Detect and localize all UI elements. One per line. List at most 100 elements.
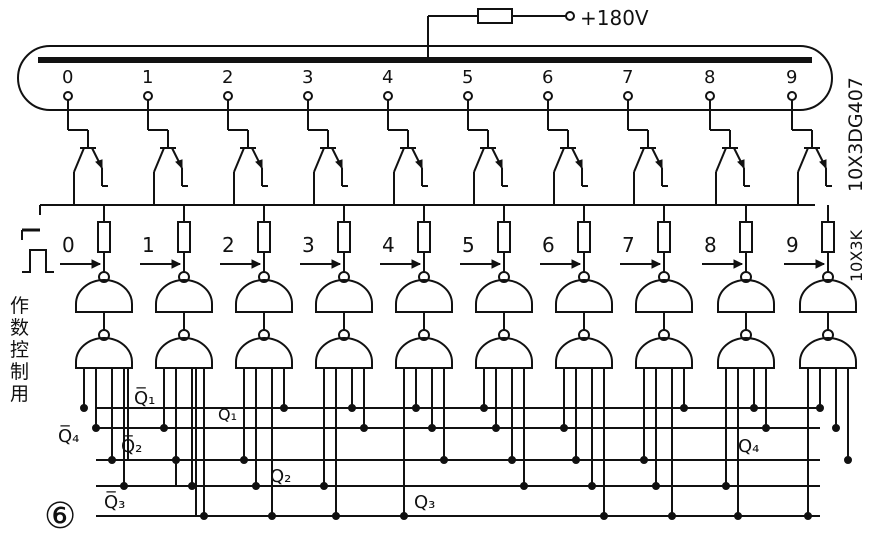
gate-digit-label: 0	[62, 233, 75, 257]
cathode-digit-label: 7	[622, 67, 633, 88]
lower-gate-bubble	[178, 329, 190, 341]
base-resistor	[577, 221, 591, 253]
q1-bar-label: Q̅₁	[134, 387, 155, 409]
upper-gate-bubble	[418, 271, 430, 283]
upper-gate-bubble	[258, 271, 270, 283]
upper-nand-gate	[717, 279, 775, 313]
cathode-digit-label: 6	[542, 67, 553, 88]
lower-nand-gate	[799, 337, 857, 369]
digit-column-1: 11	[140, 67, 213, 388]
base-resistor	[177, 221, 191, 253]
upper-nand-gate	[555, 279, 613, 313]
gate-digit-label: 6	[542, 233, 555, 257]
lower-nand-gate	[555, 337, 613, 369]
upper-nand-gate	[315, 279, 373, 313]
base-resistor	[337, 221, 351, 253]
lower-nand-gate	[155, 337, 213, 369]
lower-nand-gate	[717, 337, 775, 369]
transistor	[715, 130, 750, 205]
side-note-char: 数	[10, 317, 29, 339]
power-supply	[427, 8, 575, 60]
cathode-digit-label: 1	[142, 67, 153, 88]
figure-number: ⑥	[44, 496, 76, 537]
transistor	[553, 130, 588, 205]
lower-nand-gate	[315, 337, 373, 369]
upper-gate-bubble	[822, 271, 834, 283]
gate-digit-label: 1	[142, 233, 155, 257]
digit-column-7: 77	[620, 67, 693, 388]
q2-bar-label: Q̅₂	[121, 435, 142, 457]
transistor	[73, 130, 108, 205]
digit-column-4: 44	[380, 67, 453, 388]
cathode-digit-label: 4	[382, 67, 393, 88]
upper-nand-gate	[235, 279, 293, 313]
lower-nand-gate	[75, 337, 133, 369]
supply-voltage-label: +180V	[580, 6, 649, 30]
lower-nand-gate	[475, 337, 533, 369]
digit-column-2: 22	[220, 67, 293, 388]
display-tube	[17, 45, 833, 111]
digit-column-5: 55	[460, 67, 533, 388]
upper-gate-bubble	[98, 271, 110, 283]
digit-column-0: 00	[60, 67, 133, 388]
side-note-char: 用	[10, 383, 29, 405]
gate-digit-label: 2	[222, 233, 235, 257]
gate-digit-label: 3	[302, 233, 315, 257]
upper-gate-bubble	[498, 271, 510, 283]
cathode-digit-label: 9	[786, 67, 797, 88]
upper-nand-gate	[75, 279, 133, 313]
upper-nand-gate	[155, 279, 213, 313]
digit-column-6: 66	[540, 67, 613, 388]
gate-digit-label: 7	[622, 233, 635, 257]
base-resistor	[497, 221, 511, 253]
upper-nand-gate	[799, 279, 857, 313]
q3-label: Q₃	[414, 492, 435, 513]
decoder-bus-lines	[80, 368, 852, 520]
gate-digit-label: 9	[786, 233, 799, 257]
transistor	[313, 130, 348, 205]
base-resistor	[257, 221, 271, 253]
cathode-digit-label: 0	[62, 67, 73, 88]
digit-column-3: 33	[300, 67, 373, 388]
side-note-char: 控	[10, 339, 29, 361]
q2-label: Q₂	[270, 466, 291, 487]
q3-bar-label: Q̅₃	[104, 491, 125, 513]
ground-rail	[21, 204, 815, 273]
digit-column-8: 88	[702, 67, 775, 388]
upper-gate-bubble	[338, 271, 350, 283]
upper-nand-gate	[395, 279, 453, 313]
lower-gate-bubble	[658, 329, 670, 341]
lower-gate-bubble	[98, 329, 110, 341]
digit-column-9: 99	[784, 67, 857, 388]
gate-digit-label: 8	[704, 233, 717, 257]
upper-gate-bubble	[658, 271, 670, 283]
lower-gate-bubble	[578, 329, 590, 341]
upper-nand-gate	[635, 279, 693, 313]
upper-gate-bubble	[740, 271, 752, 283]
cathode-digit-label: 3	[302, 67, 313, 88]
lower-gate-bubble	[498, 329, 510, 341]
lower-nand-gate	[395, 337, 453, 369]
lower-nand-gate	[635, 337, 693, 369]
base-resistor	[417, 221, 431, 253]
lower-gate-bubble	[740, 329, 752, 341]
upper-gate-bubble	[578, 271, 590, 283]
lower-gate-bubble	[338, 329, 350, 341]
transistor	[473, 130, 508, 205]
cathode-digit-label: 8	[704, 67, 715, 88]
lower-nand-gate	[235, 337, 293, 369]
base-resistor	[97, 221, 111, 253]
q1-label: Q₁	[218, 405, 237, 424]
cathode-digit-label: 2	[222, 67, 233, 88]
resistor-value-label: 10X3K	[847, 230, 866, 283]
transistor	[797, 130, 832, 205]
tube-type-label: 10X3DG407	[845, 77, 867, 192]
q4-label: Q₄	[738, 436, 759, 457]
lower-gate-bubble	[418, 329, 430, 341]
cathode-digit-label: 5	[462, 67, 473, 88]
transistor	[633, 130, 668, 205]
